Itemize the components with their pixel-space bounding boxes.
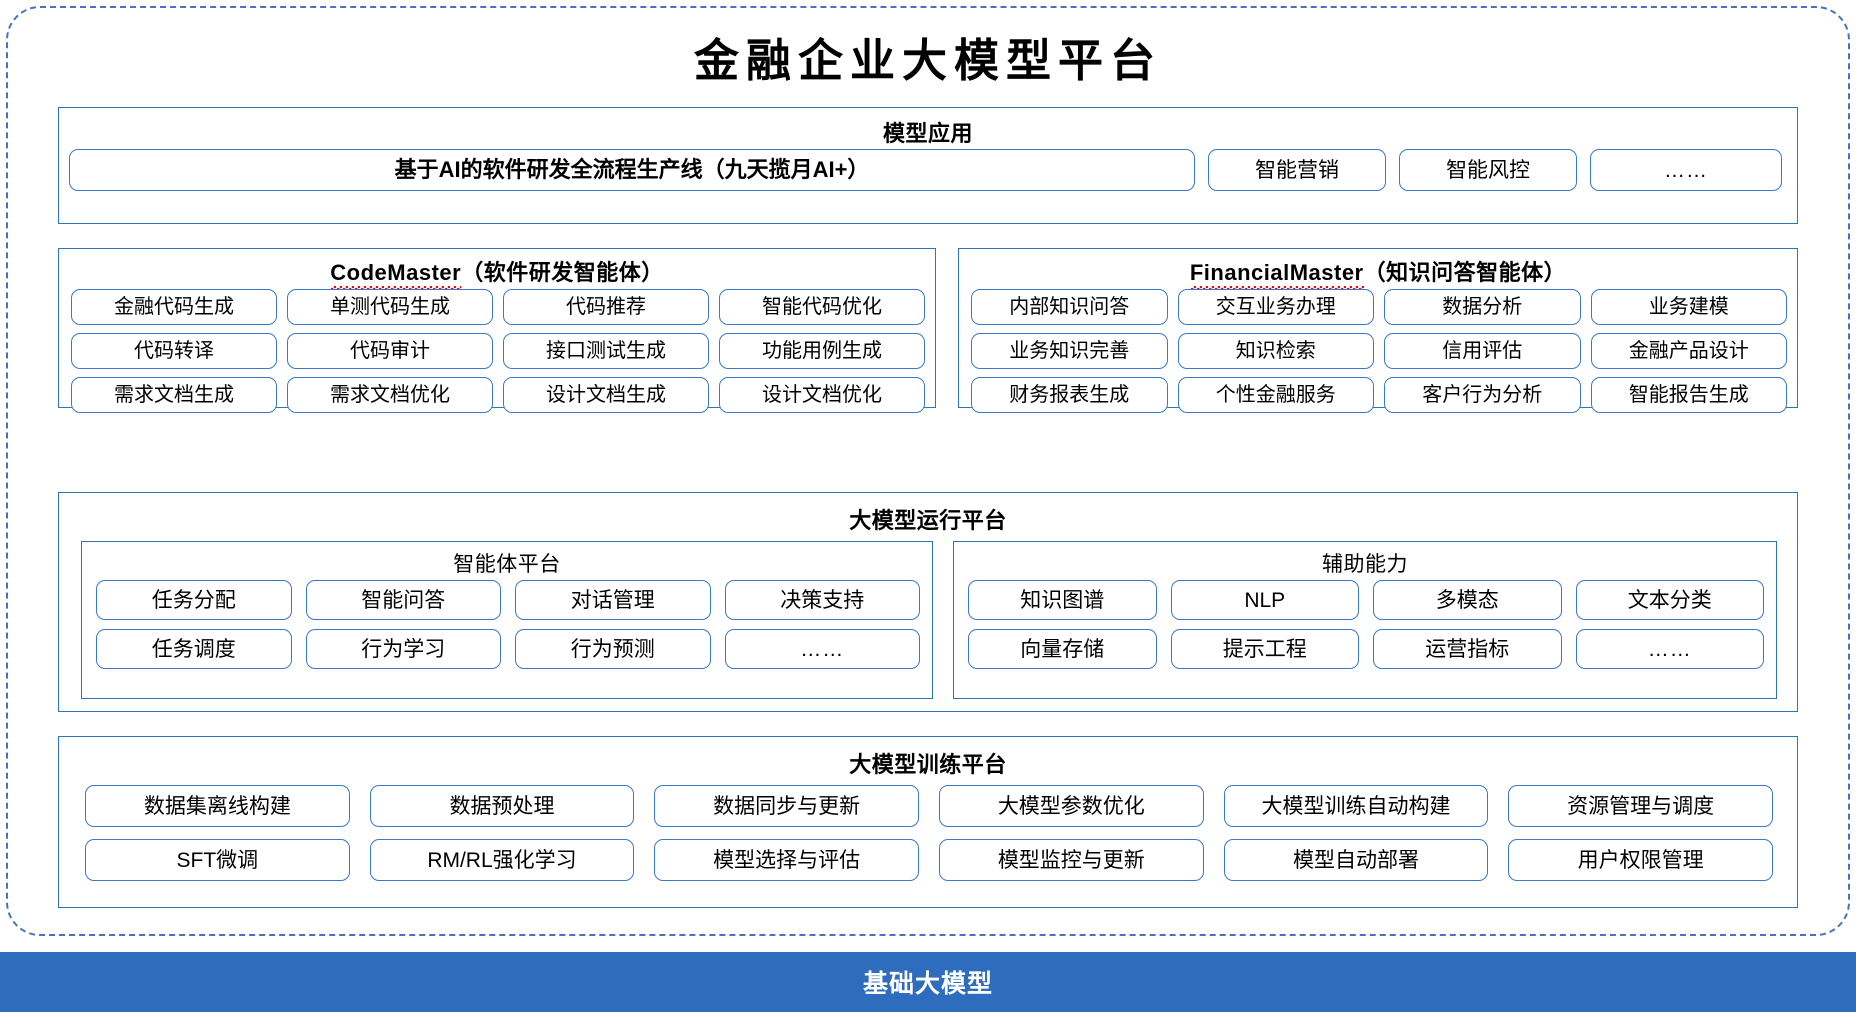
capability-pill[interactable]: 业务建模 bbox=[1590, 289, 1787, 325]
app-item-risk-control[interactable]: 智能风控 bbox=[1399, 149, 1577, 191]
capability-pill[interactable]: 智能代码优化 bbox=[719, 289, 925, 325]
section-financial-master: FinancialMaster（知识问答智能体） 内部知识问答 交互业务办理 数… bbox=[958, 248, 1798, 413]
foundation-model-label: 基础大模型 bbox=[862, 970, 993, 998]
capability-pill[interactable]: 资源管理与调度 bbox=[1508, 785, 1773, 827]
subsection-agent-platform: 智能体平台 任务分配 智能问答 对话管理 决策支持 任务调度 行为学习 行为预测… bbox=[81, 541, 933, 699]
capability-pill[interactable]: 金融产品设计 bbox=[1590, 333, 1787, 369]
agent-platform-capability-grid: 任务分配 智能问答 对话管理 决策支持 任务调度 行为学习 行为预测 …… bbox=[96, 580, 920, 669]
capability-pill[interactable]: 个性金融服务 bbox=[1177, 377, 1374, 413]
capability-pill[interactable]: 智能问答 bbox=[305, 580, 501, 620]
capability-pill[interactable]: 知识图谱 bbox=[968, 580, 1157, 620]
section-title-training-platform: 大模型训练平台 bbox=[849, 752, 1007, 777]
capability-pill[interactable]: 任务分配 bbox=[96, 580, 292, 620]
section-runtime-platform: 大模型运行平台 智能体平台 任务分配 智能问答 对话管理 决策支持 任务调度 行… bbox=[58, 492, 1798, 712]
capability-pill[interactable]: 功能用例生成 bbox=[719, 333, 925, 369]
capability-pill[interactable]: 内部知识问答 bbox=[971, 289, 1168, 325]
subsection-title-agent-platform: 智能体平台 bbox=[453, 553, 561, 576]
code-master-name: CodeMaster bbox=[330, 260, 462, 290]
section-title-code-master: CodeMaster（软件研发智能体） bbox=[59, 255, 935, 290]
page-title: 金融企业大模型平台 bbox=[693, 34, 1162, 87]
section-model-application: 模型应用 基于AI的软件研发全流程生产线（九天揽月AI+） 智能营销 智能风控 … bbox=[58, 107, 1798, 224]
capability-pill[interactable]: 交互业务办理 bbox=[1177, 289, 1374, 325]
capability-pill[interactable]: 决策支持 bbox=[724, 580, 920, 620]
capability-pill[interactable]: 文本分类 bbox=[1575, 580, 1764, 620]
subsection-title-auxiliary-capability: 辅助能力 bbox=[1322, 553, 1408, 576]
capability-pill[interactable]: 数据分析 bbox=[1384, 289, 1581, 325]
code-master-subtitle: （软件研发智能体） bbox=[461, 260, 664, 285]
financial-master-name: FinancialMaster bbox=[1189, 260, 1364, 290]
capability-pill[interactable]: 业务知识完善 bbox=[971, 333, 1168, 369]
auxiliary-capability-grid: 知识图谱 NLP 多模态 文本分类 向量存储 提示工程 运营指标 …… bbox=[968, 580, 1764, 669]
section-title-model-application: 模型应用 bbox=[882, 121, 973, 146]
capability-pill[interactable]: 大模型训练自动构建 bbox=[1223, 785, 1489, 827]
capability-pill[interactable]: 模型自动部署 bbox=[1223, 839, 1489, 881]
app-item-pipeline[interactable]: 基于AI的软件研发全流程生产线（九天揽月AI+） bbox=[69, 149, 1195, 191]
capability-pill[interactable]: 模型选择与评估 bbox=[654, 839, 919, 881]
capability-pill[interactable]: 需求文档生成 bbox=[71, 377, 277, 413]
financial-master-capability-grid: 内部知识问答 交互业务办理 数据分析 业务建模 业务知识完善 知识检索 信用评估… bbox=[971, 289, 1787, 413]
capability-pill[interactable]: 运营指标 bbox=[1373, 629, 1562, 669]
capability-pill[interactable]: 代码审计 bbox=[287, 333, 493, 369]
capability-pill[interactable]: 多模态 bbox=[1373, 580, 1562, 620]
capability-pill[interactable]: 金融代码生成 bbox=[71, 289, 277, 325]
capability-pill[interactable]: 行为预测 bbox=[515, 629, 711, 669]
foundation-model-bar: 基础大模型 bbox=[0, 952, 1856, 1012]
capability-pill[interactable]: 财务报表生成 bbox=[971, 377, 1168, 413]
capability-pill[interactable]: RM/RL强化学习 bbox=[369, 839, 635, 881]
capability-pill[interactable]: 模型监控与更新 bbox=[938, 839, 1204, 881]
capability-pill[interactable]: 接口测试生成 bbox=[503, 333, 709, 369]
capability-pill[interactable]: 设计文档生成 bbox=[503, 377, 709, 413]
section-training-platform: 大模型训练平台 数据集离线构建 数据预处理 数据同步与更新 大模型参数优化 大模… bbox=[58, 736, 1798, 908]
capability-pill[interactable]: 单测代码生成 bbox=[287, 289, 493, 325]
subsection-auxiliary-capability: 辅助能力 知识图谱 NLP 多模态 文本分类 向量存储 提示工程 运营指标 …… bbox=[953, 541, 1777, 699]
capability-pill[interactable]: 知识检索 bbox=[1177, 333, 1374, 369]
capability-pill[interactable]: 提示工程 bbox=[1170, 629, 1359, 669]
section-title-runtime-platform: 大模型运行平台 bbox=[849, 508, 1007, 533]
section-title-financial-master: FinancialMaster（知识问答智能体） bbox=[959, 255, 1797, 290]
capability-pill[interactable]: 信用评估 bbox=[1384, 333, 1581, 369]
capability-pill[interactable]: 设计文档优化 bbox=[719, 377, 925, 413]
capability-pill[interactable]: 任务调度 bbox=[96, 629, 292, 669]
capability-pill[interactable]: SFT微调 bbox=[85, 839, 350, 881]
capability-pill[interactable]: 代码推荐 bbox=[503, 289, 709, 325]
app-item-marketing[interactable]: 智能营销 bbox=[1208, 149, 1386, 191]
training-platform-capability-grid: 数据集离线构建 数据预处理 数据同步与更新 大模型参数优化 大模型训练自动构建 … bbox=[85, 785, 1773, 881]
financial-master-subtitle: （知识问答智能体） bbox=[1363, 260, 1567, 285]
capability-pill[interactable]: 数据集离线构建 bbox=[85, 785, 350, 827]
capability-pill[interactable]: NLP bbox=[1170, 580, 1359, 620]
section-code-master: CodeMaster（软件研发智能体） 金融代码生成 单测代码生成 代码推荐 智… bbox=[58, 248, 936, 413]
code-master-capability-grid: 金融代码生成 单测代码生成 代码推荐 智能代码优化 代码转译 代码审计 接口测试… bbox=[71, 289, 925, 413]
model-application-item-row: 基于AI的软件研发全流程生产线（九天揽月AI+） 智能营销 智能风控 …… bbox=[69, 149, 1782, 191]
capability-pill[interactable]: 向量存储 bbox=[968, 629, 1157, 669]
capability-pill[interactable]: 代码转译 bbox=[71, 333, 277, 369]
capability-pill[interactable]: 需求文档优化 bbox=[287, 377, 493, 413]
capability-pill[interactable]: 智能报告生成 bbox=[1590, 377, 1787, 413]
capability-pill[interactable]: 数据同步与更新 bbox=[654, 785, 919, 827]
capability-pill[interactable]: 行为学习 bbox=[305, 629, 501, 669]
capability-pill[interactable]: 大模型参数优化 bbox=[938, 785, 1204, 827]
capability-pill[interactable]: 数据预处理 bbox=[369, 785, 635, 827]
capability-pill[interactable]: 客户行为分析 bbox=[1384, 377, 1581, 413]
capability-pill-more[interactable]: …… bbox=[1575, 629, 1764, 669]
capability-pill-more[interactable]: …… bbox=[724, 629, 920, 669]
app-item-more[interactable]: …… bbox=[1590, 149, 1782, 191]
capability-pill[interactable]: 用户权限管理 bbox=[1508, 839, 1773, 881]
capability-pill[interactable]: 对话管理 bbox=[515, 580, 711, 620]
